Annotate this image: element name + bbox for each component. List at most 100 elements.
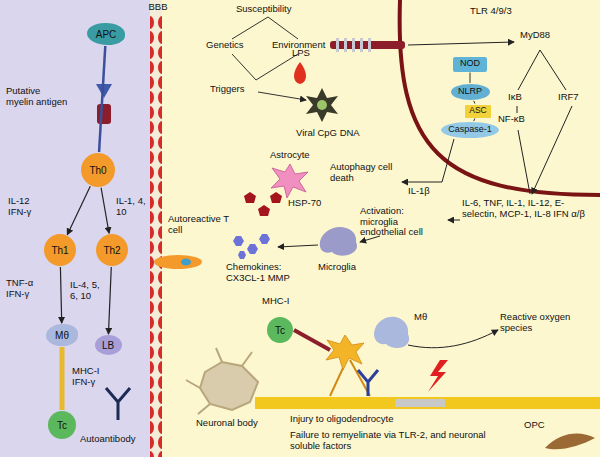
label-text: NF-κB (498, 113, 525, 124)
annotation-label: IκB (508, 92, 522, 103)
annotation-label: Microglia (318, 262, 356, 273)
label-text: IL-1β (408, 185, 430, 196)
microglia-cell (320, 227, 357, 256)
antibody-symbol (358, 370, 378, 396)
annotation-label: MHC-I IFN-γ (72, 366, 116, 387)
annotation-label: Genetics (206, 40, 244, 51)
connector-line (101, 188, 109, 234)
demyelinated-segment (395, 399, 445, 407)
annotation-label: NF-κB (498, 114, 525, 125)
b-lymphocyte: LB (95, 335, 122, 355)
node-text: Caspase-1 (448, 125, 492, 135)
connector-line (470, 73, 471, 84)
node-text: Tc (57, 420, 67, 431)
damage-symbol (428, 360, 448, 392)
annotation-label: IRF7 (558, 92, 579, 103)
annotation-label: IL-12 IFN-γ (8, 196, 48, 217)
node-text: ASC (469, 106, 486, 115)
cell-membrane (400, 0, 600, 195)
cytotoxic-t-cell: Tc (48, 411, 76, 439)
annotation-label: IL-1β (408, 186, 430, 197)
annotation-label: Astrocyte (270, 150, 310, 161)
caspase-ellipse: Caspase-1 (441, 122, 499, 138)
tlr-segments (336, 38, 371, 52)
label-text: MyD88 (520, 29, 550, 40)
annotation-label: Putative myelin antigen (6, 86, 68, 107)
node-text: Mθ (55, 330, 69, 341)
opc-cell (545, 433, 595, 449)
label-text: IL-6, TNF, IL-1, IL-12, E-selectin, MCP-… (462, 197, 585, 219)
label-text: Autoreactive T cell (168, 213, 229, 235)
annotation-label: Activation: microglia endothelial cell (360, 206, 444, 238)
viral-dna (317, 100, 327, 110)
annotation-label: Chemokines: CX3CL-1 MMP (226, 262, 300, 283)
label-text: Genetics (206, 39, 244, 50)
annotation-label: TLR 4/9/3 (470, 6, 512, 17)
apc-cell: APC (87, 23, 125, 45)
cell-nucleus (181, 259, 191, 266)
mhc-contact (294, 330, 330, 350)
annotation-label: IL-6, TNF, IL-1, IL-12, E-selectin, MCP-… (462, 198, 594, 219)
label-text: MHC-I IFN-γ (72, 365, 99, 387)
annotation-label: Reactive oxygen species (500, 312, 584, 333)
chemokine-symbols (233, 234, 270, 259)
label-text: Putative myelin antigen (6, 85, 67, 107)
t-helper-cell: Th1 (44, 234, 76, 266)
connector-line (99, 46, 105, 152)
connector-line (474, 118, 475, 121)
label-text: TLR 4/9/3 (470, 5, 512, 16)
node-text: Th1 (51, 245, 68, 256)
label-text: HSP-70 (288, 197, 321, 208)
label-text: Neuronal body (196, 417, 258, 428)
annotation-label: Neuronal body (196, 418, 258, 429)
nod-box: NOD (453, 57, 487, 72)
label-text: IκB (508, 91, 522, 102)
annotation-label: Autoreactive T cell (168, 214, 242, 235)
label-text: Autoantibody (80, 433, 135, 444)
label-text: Activation: microglia endothelial cell (360, 205, 423, 237)
annotation-label: Failure to remyelinate via TLR-2, and ne… (290, 430, 510, 451)
node-text: Tc (275, 325, 285, 336)
node-text: NLRP (458, 87, 482, 97)
antibody-symbol (106, 388, 130, 420)
label-text: MHC-I (262, 295, 289, 306)
virus-symbol (306, 88, 338, 122)
oligodendrocyte-cell (326, 335, 364, 370)
label-text: IL-12 IFN-γ (8, 195, 31, 217)
annotation-label: Autophagy cell death (330, 162, 398, 183)
label-text: Autophagy cell death (330, 161, 392, 183)
connector-line (67, 186, 90, 234)
label-text: Triggers (210, 83, 245, 94)
label-text: TNF-α IFN-γ (6, 277, 33, 299)
endothelial-cells (150, 16, 162, 457)
node-text: APC (96, 29, 117, 40)
label-text: LPS (292, 47, 310, 58)
connector-line (60, 347, 65, 410)
t-cell-receptor (97, 104, 111, 124)
annotation-label: Autoantibody (80, 434, 135, 445)
t-helper-cell: Th2 (96, 234, 128, 266)
label-text: Susceptibility (236, 3, 291, 14)
annotation-label: TNF-α IFN-γ (6, 278, 52, 299)
lps-symbol (294, 62, 306, 84)
barrier-strip (150, 0, 162, 457)
asc-box: ASC (465, 105, 491, 118)
annotation-label: MyD88 (520, 30, 550, 41)
annotation-label: BBB (148, 2, 167, 13)
node-text: Th0 (89, 165, 106, 176)
annotation-label: Viral CpG DNA (296, 128, 360, 139)
label-text: Injury to oligodendrocyte (290, 413, 394, 424)
annotation-label: MHC-I (262, 296, 289, 307)
tlr-receptor (330, 41, 405, 49)
label-text: Mθ (414, 311, 427, 322)
label-text: IL-4, 5, 6, 10 (70, 279, 100, 301)
node-text: LB (102, 340, 114, 351)
connector-line (108, 267, 111, 334)
annotation-label: Triggers (210, 84, 245, 95)
t-helper-cell: Th0 (81, 153, 115, 187)
label-text: Viral CpG DNA (296, 127, 360, 138)
label-text: Reactive oxygen species (500, 311, 570, 333)
annotation-label: Mθ (414, 312, 427, 323)
